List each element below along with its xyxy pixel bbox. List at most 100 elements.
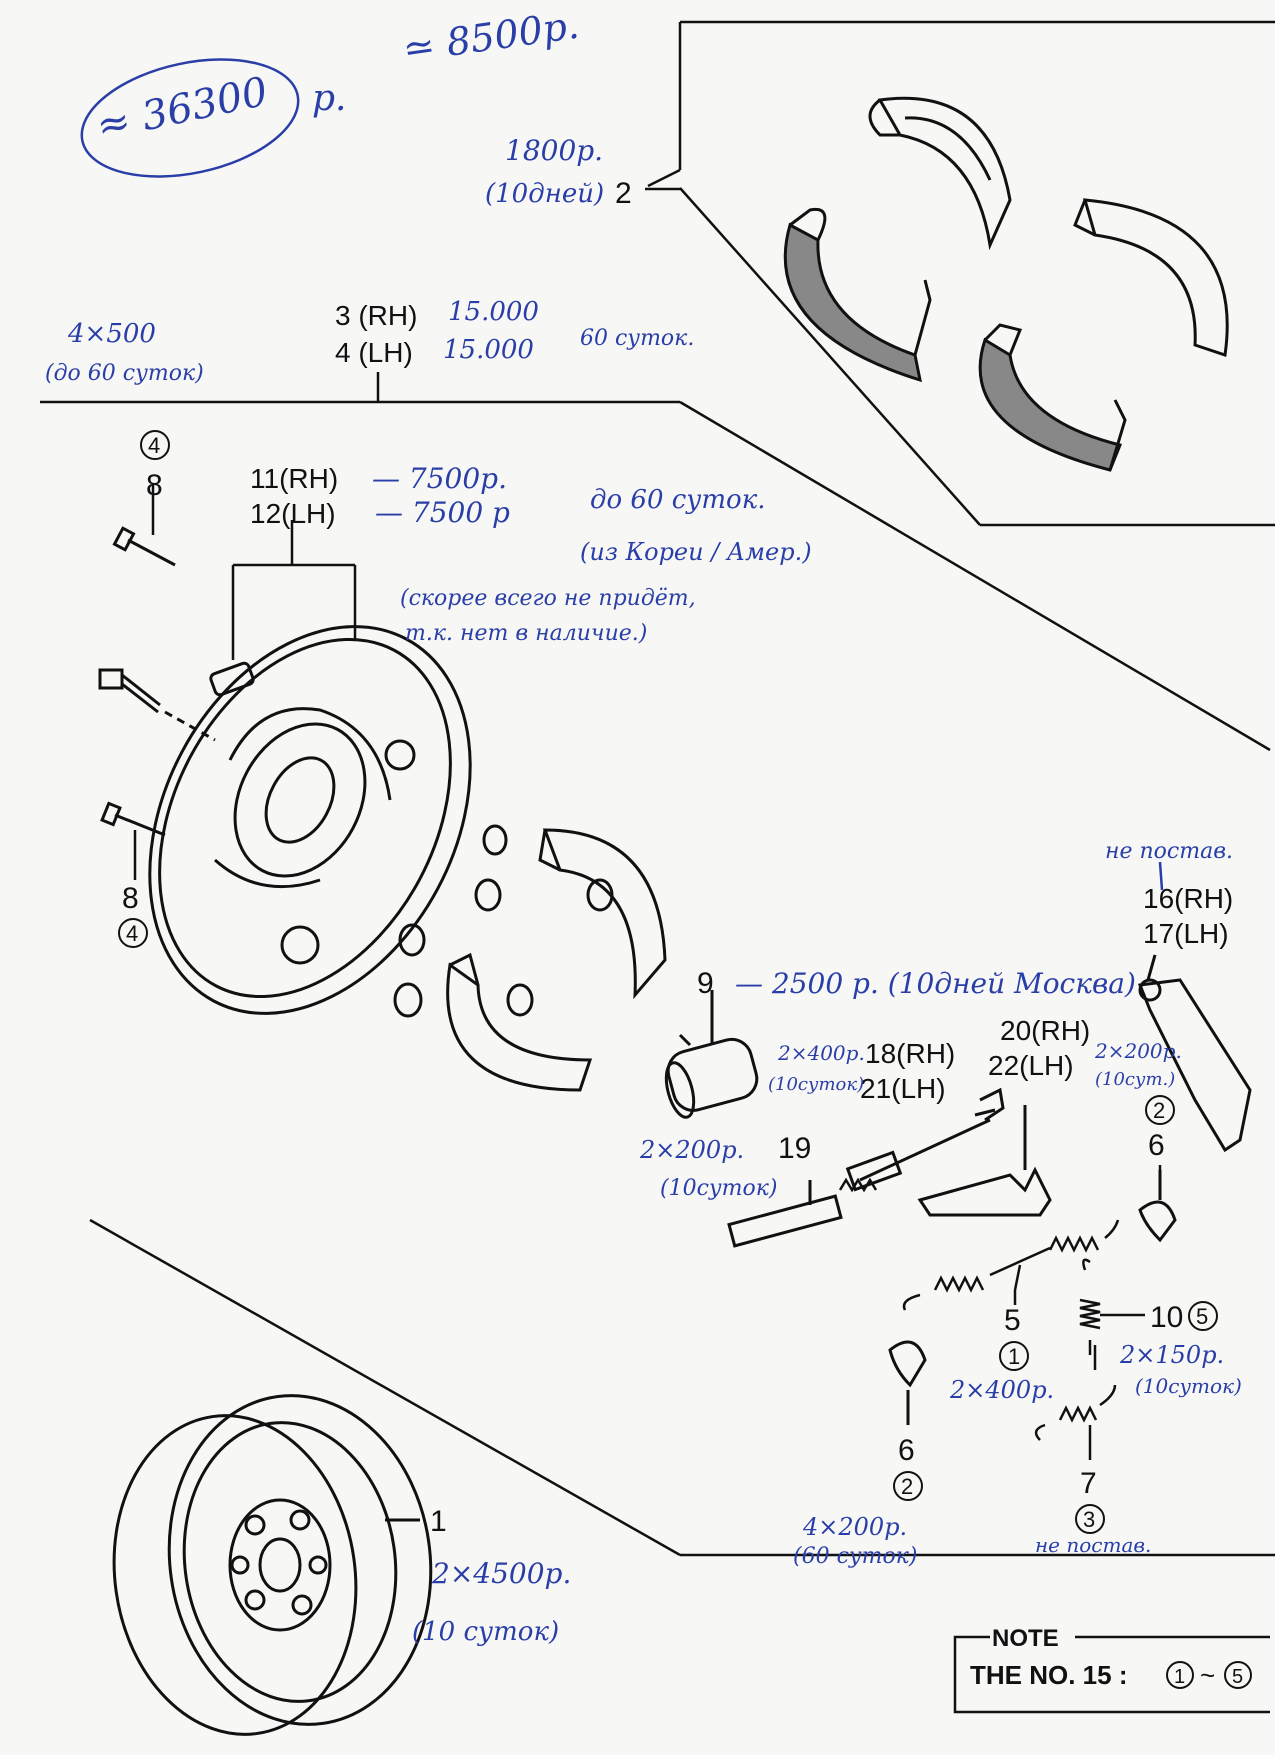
annotation-part8-qty: 4×500 [67, 319, 156, 349]
wheel-cylinder-part-9 [664, 990, 759, 1119]
annotation-part12-price: — 7500 р [375, 496, 510, 529]
brake-shoe-left [783, 207, 932, 383]
annotation-part1112-note-1: (скорее всего не придёт, [400, 586, 696, 611]
spring-part-7 [1034, 1384, 1117, 1460]
circled-total-outline [80, 58, 300, 178]
annotation-part1821-price: 2×400р. [777, 1041, 865, 1065]
circled-4-bottom [118, 918, 148, 948]
annotation-part19-time: (10суток) [660, 1176, 778, 1201]
circled-3 [1075, 1504, 1105, 1534]
annotation-part11-price: — 7500р. [372, 462, 507, 495]
brake-shoe-right [1073, 198, 1229, 357]
label-part-8-top: 8 [146, 469, 163, 502]
panel-frame [40, 20, 1275, 1557]
label-circled-4-bottom: 4 [126, 921, 138, 946]
label-circled-2-bottom: 2 [901, 1474, 913, 1499]
label-part-6-right: 6 [1148, 1129, 1165, 1162]
annotation-part10-price: 2×150р. [1119, 1341, 1224, 1369]
label-part-8-bottom: 8 [122, 882, 139, 915]
label-part-2: 2 [615, 177, 632, 210]
bolt-part-8-bottom [100, 801, 166, 837]
lever-part-20-22 [917, 1105, 1052, 1217]
clip-part-6-right [1138, 1170, 1177, 1243]
annotation-shoes-price: 1800р. [505, 134, 603, 167]
annotation-part10-time: (10суток) [1135, 1374, 1242, 1398]
label-part-21: 21(LH) [860, 1073, 946, 1104]
adjuster-screw-part-19 [727, 1180, 843, 1248]
label-part-16: 16(RH) [1143, 883, 1233, 914]
backing-plate-illustration [148, 625, 472, 1015]
note-circled-from [1166, 1661, 1194, 1689]
note-circled-to [1224, 1661, 1252, 1689]
note-text: THE NO. 15 : [970, 1660, 1127, 1690]
note-range-to: 5 [1232, 1666, 1243, 1688]
note-box: NOTE THE NO. 15 : 1 ~ 5 [953, 1625, 1270, 1714]
label-part-12: 12(LH) [250, 498, 336, 529]
spring-part-10 [1079, 1258, 1145, 1355]
annotation-part9-price: — 2500 р. (10дней Москва) [735, 967, 1136, 1000]
annotation-part5-price: 2×400р. [949, 1376, 1054, 1404]
label-part-6-bottom: 6 [898, 1434, 915, 1467]
note-range-sep: ~ [1200, 1660, 1215, 1690]
clip-part-6-bottom [888, 1340, 927, 1425]
note-title: NOTE [992, 1625, 1059, 1652]
label-part-11: 11(RH) [250, 463, 338, 494]
annotation-part7-note: не постав. [1035, 1533, 1151, 1557]
label-part-20: 20(RH) [1000, 1015, 1090, 1046]
label-circled-2-right: 2 [1153, 1098, 1165, 1123]
annotation-part3-price: 15.000 [448, 297, 539, 327]
annotation-shoes-time: (10дней) [485, 179, 604, 209]
grommet-part-11-12 [209, 661, 255, 697]
washers-illustration [393, 824, 614, 1018]
label-part-5: 5 [1004, 1304, 1021, 1337]
circled-2-right [1145, 1095, 1175, 1125]
label-part-4: 4 (LH) [335, 337, 413, 368]
circled-4-top [140, 430, 170, 460]
annotation-part1821-time: (10суток) [768, 1074, 864, 1095]
annotation-part1112-time: до 60 суток. [590, 485, 766, 515]
bolt-part-8-top [112, 526, 176, 567]
part-labels: 2 3 (RH) 4 (LH) 4 8 11(RH) 12(LH) 8 4 16… [118, 177, 1233, 1538]
label-part-1: 1 [430, 1505, 447, 1538]
label-circled-4-top: 4 [148, 433, 160, 458]
annotation-part2022-price: 2×200р. [1094, 1039, 1182, 1063]
adjuster-spring-illustration [838, 1177, 878, 1193]
handwritten-annotations: ≈ 36300 р. ≃ 8500р. 1800р. (10дней) 15.0… [45, 3, 1242, 1647]
annotation-part6-price: 4×200р. [802, 1513, 907, 1541]
note-range-from: 1 [1174, 1666, 1185, 1688]
label-part-18: 18(RH) [865, 1038, 955, 1069]
label-circled-5: 5 [1196, 1304, 1208, 1329]
adjuster-assembly-part-18-21 [845, 1087, 1005, 1192]
brake-shoe-set-illustration [783, 96, 1229, 472]
long-bolt-illustration [98, 668, 216, 742]
annotation-part6-time: (60 суток) [793, 1544, 917, 1569]
leader-lines [133, 187, 1162, 1370]
annotation-part19-price: 2×200р. [639, 1136, 744, 1164]
annotation-part16-note: не постав. [1105, 839, 1233, 864]
circled-2-bottom [893, 1471, 923, 1501]
label-part-3: 3 (RH) [335, 300, 417, 331]
service-shoe-lower [446, 952, 593, 1092]
brake-drum-part-1 [112, 1394, 433, 1736]
annotation-part1112-note-2: т.к. нет в наличие.) [405, 621, 647, 646]
circled-1 [999, 1341, 1029, 1371]
brake-shoe-top [868, 96, 1012, 251]
annotation-total-circled: ≈ 36300 [93, 69, 272, 150]
annotation-part34-time: 60 суток. [580, 326, 694, 351]
annotation-part1112-origin: (из Кореи / Амер.) [580, 538, 812, 566]
annotation-part1-time: (10 суток) [412, 1617, 559, 1647]
service-shoe-upper [538, 828, 667, 1000]
label-part-17: 17(LH) [1143, 918, 1229, 949]
annotation-total-second: ≃ 8500р. [400, 3, 581, 71]
label-part-22: 22(LH) [988, 1050, 1074, 1081]
label-part-19: 19 [778, 1132, 811, 1165]
label-part-10: 10 [1150, 1301, 1183, 1334]
label-circled-1: 1 [1008, 1344, 1020, 1369]
spring-part-5 [902, 1219, 1120, 1311]
brake-shoe-bottom [978, 323, 1127, 472]
label-part-7: 7 [1080, 1467, 1097, 1500]
annotation-part4-price: 15.000 [443, 335, 534, 365]
circled-5 [1188, 1301, 1218, 1331]
